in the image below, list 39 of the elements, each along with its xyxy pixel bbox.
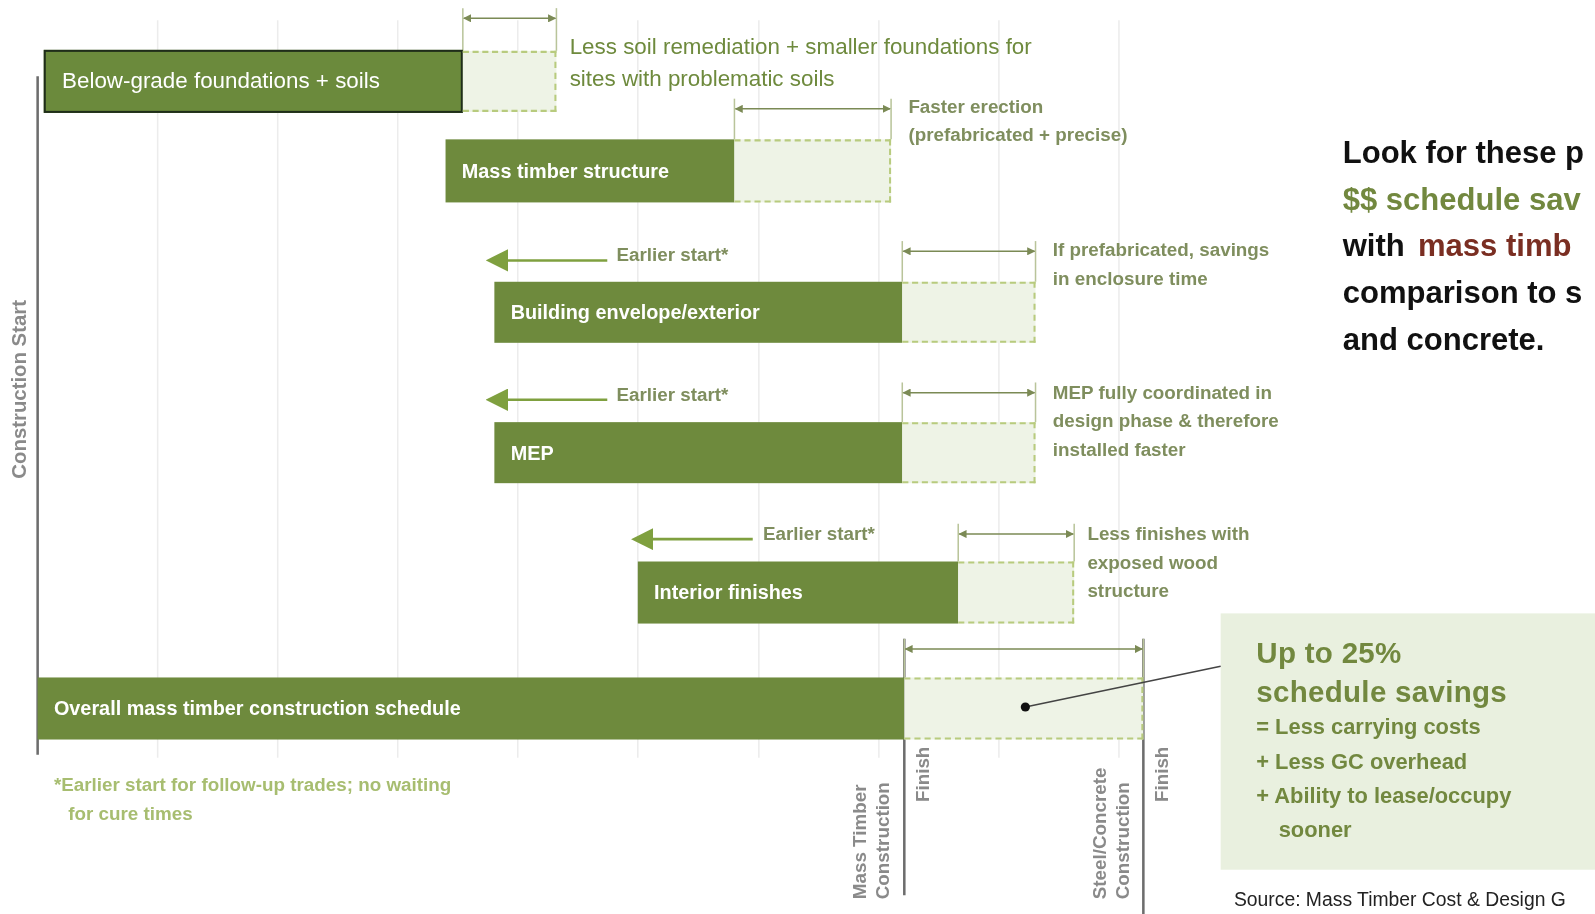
leader-line (1020, 665, 1222, 712)
savings-box (902, 281, 1036, 343)
task-bar: Mass timber structure (445, 139, 735, 203)
annotation: Earlier start* (616, 382, 730, 407)
footnote: *Earlier start for follow-up trades; no waiting for cure times (53, 773, 453, 826)
note-text: with (1342, 226, 1405, 265)
task-bar: Building envelope/exterior (494, 281, 903, 343)
milestone-label: Finish (1149, 746, 1173, 803)
annotation: Less soil remediation + smaller foundations for sites with problematic soils (569, 32, 1033, 94)
task-bar: Interior finishes (637, 561, 959, 624)
savings-box (902, 422, 1036, 484)
axis-label: Construction Start (7, 300, 32, 479)
task-bar: Overall mass timber construction schedule (37, 677, 905, 740)
note-text: and concrete. (1342, 320, 1545, 359)
annotation: If prefabricated, savings in enclosure time (1052, 238, 1271, 291)
savings-box (462, 50, 557, 112)
savings-box (958, 561, 1075, 624)
milestone-label: Mass Timber Construction (847, 781, 895, 900)
benefit-item: + Ability to lease/occupy sooner (1256, 782, 1513, 844)
note-text: comparison to s (1342, 273, 1583, 312)
annotation: MEP fully coordinated in design phase & therefore installed faster (1052, 380, 1280, 462)
callout-panel (1220, 613, 1595, 870)
task-bar: MEP (494, 422, 903, 484)
source-note: Source: Mass Timber Cost & Design G (1233, 888, 1566, 913)
annotation: Earlier start* (616, 243, 730, 268)
task-bar: Below-grade foundations + soils (43, 49, 463, 113)
savings-box (904, 677, 1144, 740)
annotation: Less finishes with exposed wood structure (1087, 521, 1251, 604)
note-text: mass timb (1418, 226, 1572, 265)
annotation: Faster erection (prefabricated + precise) (908, 94, 1129, 148)
benefit-item: + Less GC overhead (1256, 748, 1469, 776)
annotation: Earlier start* (762, 521, 876, 547)
benefit-item: = Less carrying costs (1256, 714, 1482, 742)
callout-heading: Up to 25% schedule savings (1256, 635, 1509, 710)
savings-box (734, 139, 892, 203)
milestone-label: Finish (910, 746, 934, 803)
note-text: $$ schedule sav (1342, 180, 1581, 218)
milestone-label: Steel/Concrete Construction (1087, 766, 1135, 900)
note-text: Look for these p (1342, 133, 1585, 172)
